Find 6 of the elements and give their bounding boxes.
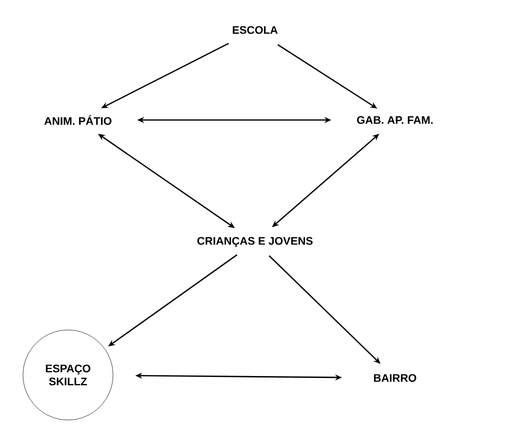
circle-node: ESPAÇO SKILLZ [22,330,114,420]
node-label: ESCOLA [232,26,278,34]
node-label: ANIM. PÁTIO [44,115,112,125]
node-label: BAIRRO [374,374,416,382]
node-label: GAB. AP. FAM. [357,116,433,124]
node-label: CRIANÇAS E JOVENS [197,237,313,247]
